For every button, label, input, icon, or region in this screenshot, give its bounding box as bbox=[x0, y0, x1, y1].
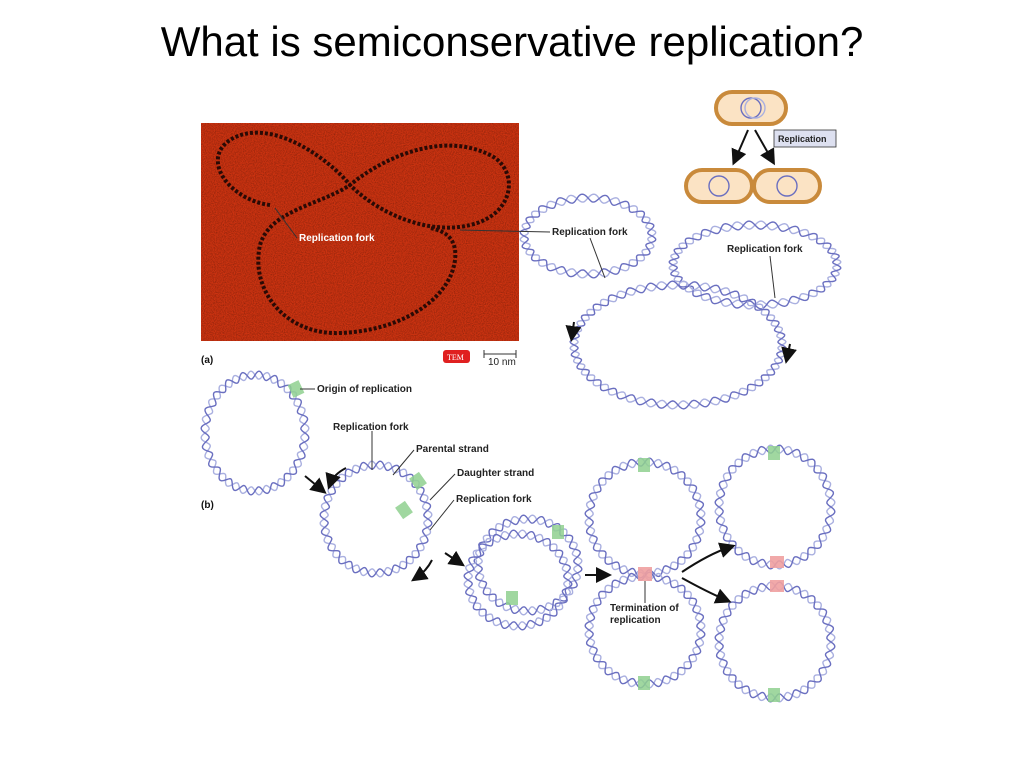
fork-bottom-label: Replication fork bbox=[456, 494, 532, 505]
circle-step-2 bbox=[319, 460, 433, 578]
theta-diagram: Replication fork Replication fork bbox=[459, 193, 842, 410]
fork-arrow-bottom bbox=[411, 559, 433, 582]
circle-step-5-top bbox=[714, 444, 836, 570]
circle-step-4-bottom-strand-1 bbox=[584, 571, 706, 689]
fork-top-label: Replication fork bbox=[333, 422, 409, 433]
parental-strand-label: Parental strand bbox=[416, 444, 489, 455]
fork-label-2: Replication fork bbox=[727, 244, 803, 255]
origin-marker-4a bbox=[638, 458, 650, 472]
daughter-strand-label: Daughter strand bbox=[457, 468, 534, 479]
termination-label-line1: Termination of bbox=[610, 603, 679, 614]
circle-step-3b-strand-1 bbox=[463, 529, 573, 631]
origin-marker-2a bbox=[409, 471, 427, 491]
circle-step-5-bottom-strand-2 bbox=[714, 581, 836, 703]
origin-marker-5a bbox=[768, 446, 780, 460]
origin-marker-2b bbox=[395, 500, 413, 520]
circle-step-4-top-strand-1 bbox=[584, 457, 706, 579]
slide-title: What is semiconservative replication? bbox=[160, 18, 864, 65]
scale-bar-label: 10 nm bbox=[488, 357, 516, 368]
termination-marker-5a bbox=[770, 556, 784, 568]
theta-loop-left-strand-1 bbox=[519, 193, 657, 279]
origin-marker-5b bbox=[768, 688, 780, 702]
theta-loop-bottom-strand-2 bbox=[569, 280, 787, 410]
panel-a-letter: (a) bbox=[201, 355, 213, 366]
bacteria-inset: Replication bbox=[684, 90, 837, 204]
termination-label-line2: replication bbox=[610, 615, 661, 626]
fork-label-1: Replication fork bbox=[552, 227, 628, 238]
step-arrow-1 bbox=[304, 475, 327, 494]
circle-step-5-top-strand-2 bbox=[714, 444, 836, 570]
theta-loop-left bbox=[519, 193, 657, 279]
micrograph-fork-label: Replication fork bbox=[299, 233, 375, 244]
termination-marker-5b bbox=[770, 580, 784, 592]
panel-b-letter: (b) bbox=[201, 500, 214, 511]
theta-loop-bottom bbox=[569, 280, 787, 410]
theta-loop-right-strand-1 bbox=[668, 220, 842, 310]
origin-marker-3b bbox=[506, 591, 518, 605]
daughter-cell-left bbox=[684, 168, 754, 204]
circle-step-4-top bbox=[584, 457, 706, 579]
tem-badge-text: TEM bbox=[447, 353, 464, 362]
panel-b-circles bbox=[200, 370, 836, 703]
origin-marker bbox=[287, 380, 305, 398]
circle-step-1-strand-1 bbox=[200, 370, 310, 496]
split-arrow-down bbox=[681, 577, 732, 604]
replication-label-box bbox=[773, 129, 837, 148]
split-arrow-up bbox=[681, 542, 736, 573]
circle-step-5-bottom bbox=[714, 581, 836, 703]
origin-marker-4b bbox=[638, 676, 650, 690]
circle-step-1 bbox=[200, 370, 310, 496]
step-arrow-2 bbox=[444, 550, 465, 567]
circle-step-4-bottom bbox=[584, 571, 706, 689]
daughter-cell-right bbox=[752, 168, 822, 204]
circle-step-4-top-strand-2 bbox=[584, 457, 706, 579]
origin-label: Origin of replication bbox=[317, 384, 412, 395]
fork-arrow-top bbox=[325, 467, 347, 490]
termination-marker bbox=[638, 567, 652, 581]
inset-replication-label: Replication bbox=[778, 134, 827, 144]
parent-cell bbox=[714, 90, 788, 126]
circle-step-5-bottom-strand-1 bbox=[714, 581, 836, 703]
circle-step-5-top-strand-1 bbox=[714, 444, 836, 570]
theta-loop-right bbox=[668, 220, 842, 310]
tem-badge bbox=[443, 350, 470, 363]
theta-loop-bottom-strand-1 bbox=[569, 280, 787, 410]
circle-step-2-strand-1 bbox=[319, 460, 433, 578]
circle-step-3b bbox=[463, 529, 573, 631]
micrograph: Replication fork bbox=[201, 123, 519, 341]
micrograph-dna-loops bbox=[215, 130, 511, 336]
origin-marker-3a bbox=[552, 525, 564, 539]
